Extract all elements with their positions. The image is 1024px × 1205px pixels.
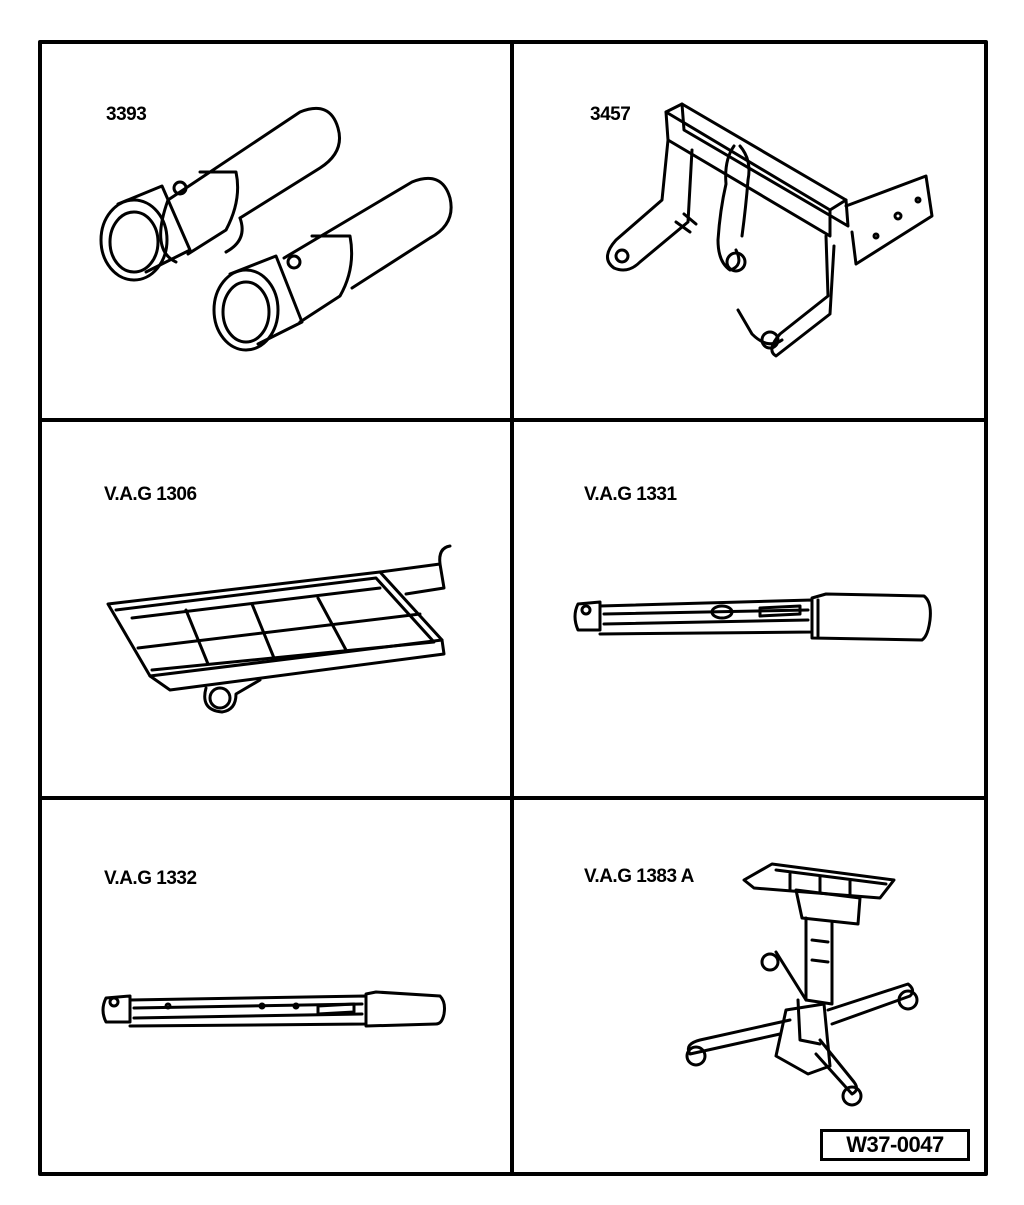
torque-wrench-large-icon [101,990,446,1028]
drip-tray-icon [106,544,452,714]
torque-wrench-small-icon [573,592,932,642]
label-vag-1306: V.A.G 1306 [104,484,197,505]
label-vag-1331: V.A.G 1331 [584,484,677,505]
label-3393: 3393 [106,104,147,125]
figure-code-box: W37-0047 [820,1129,970,1161]
figure-code: W37-0047 [846,1132,944,1157]
grid-frame [38,40,988,1176]
label-vag-1332: V.A.G 1332 [104,868,197,889]
label-vag-1383a: V.A.G 1383 A [584,866,694,887]
transmission-jack-icon [685,862,919,1107]
label-3457: 3457 [590,104,631,125]
engine-support-bracket-icon [606,102,934,358]
socket-pair-icon [99,107,453,352]
